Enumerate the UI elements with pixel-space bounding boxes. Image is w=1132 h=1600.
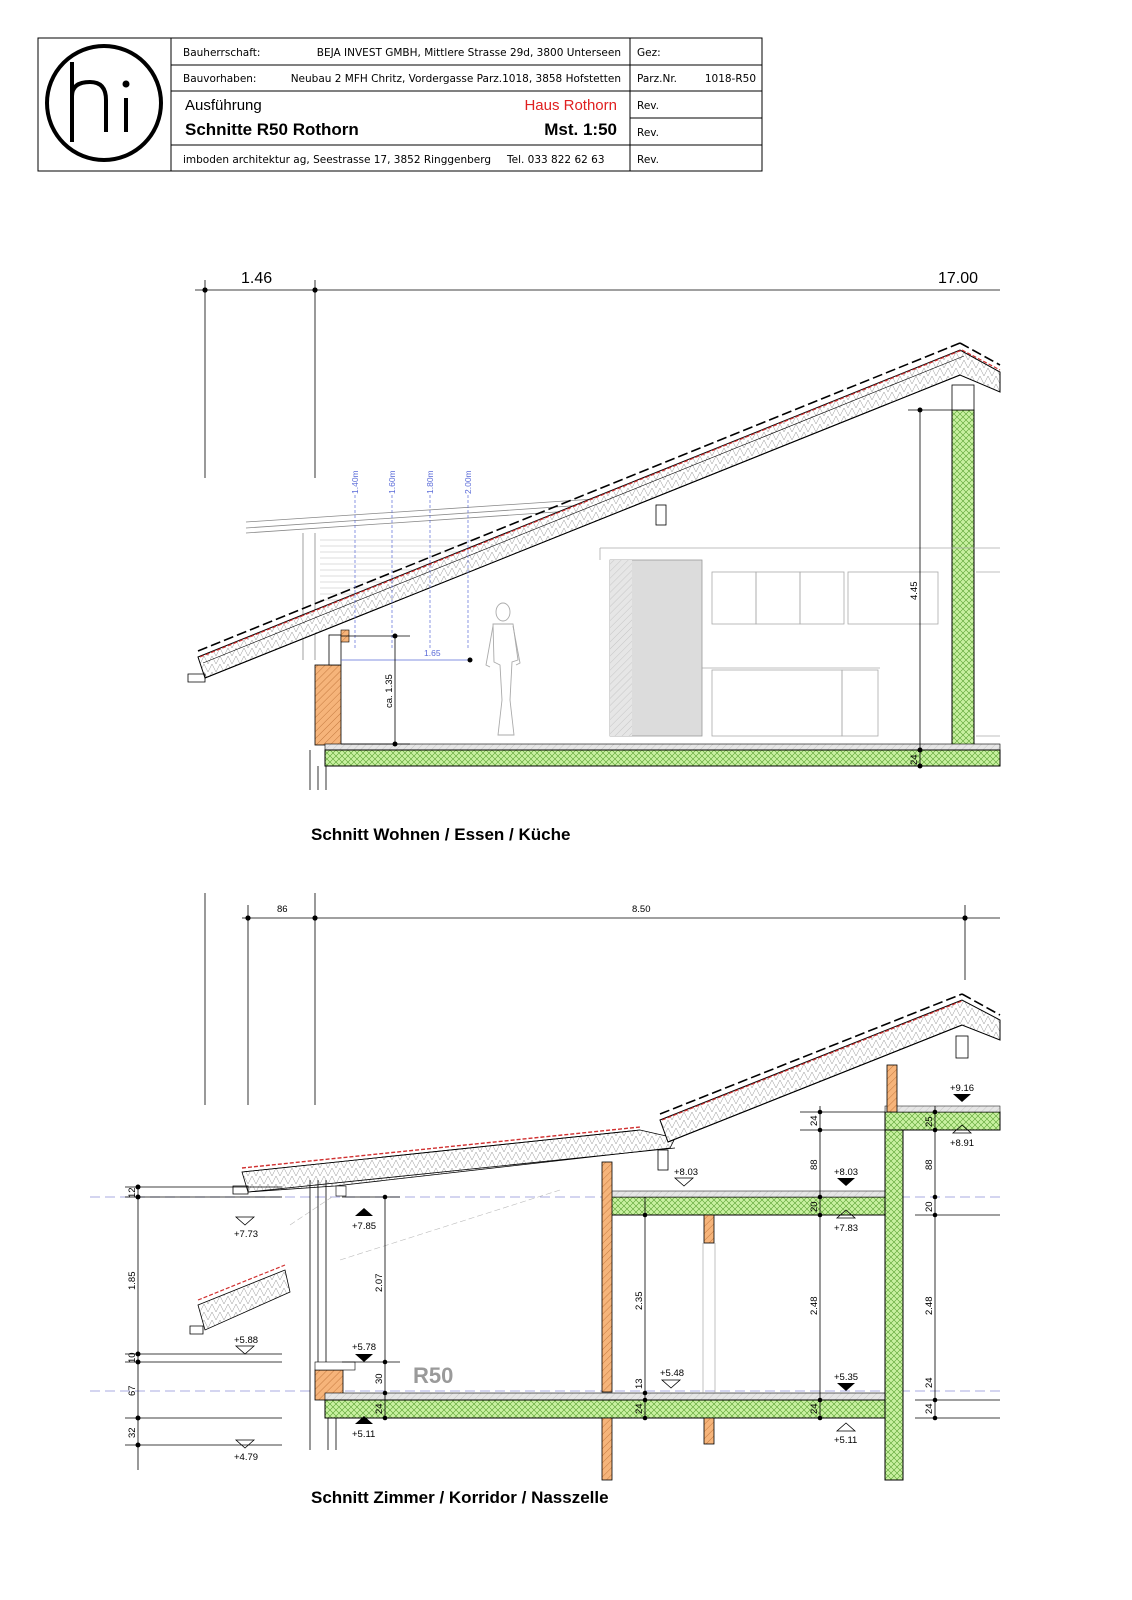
level-803-left: +8.03 — [674, 1167, 698, 1178]
level-535: +5.35 — [834, 1372, 858, 1383]
dim-inner-4: 2.35 — [634, 1292, 645, 1311]
revision-1: Rev. — [637, 100, 659, 112]
dim-left-1: 12 — [127, 1187, 138, 1198]
revision-2: Rev. — [637, 127, 659, 139]
level-511-right: +5.11 — [834, 1435, 857, 1446]
height-mark-1: 1.40m — [350, 470, 360, 494]
roof-lower-2 — [232, 1126, 676, 1195]
dim-left-4: 67 — [127, 1385, 138, 1396]
bauvorhaben-label: Bauvorhaben: — [183, 73, 256, 85]
parcel-label: Parz.Nr. — [637, 73, 677, 85]
execution-label: Ausführung — [185, 97, 262, 114]
dim-inner-16: 24 — [924, 1377, 935, 1388]
level-803-right: +8.03 — [834, 1167, 858, 1178]
level-588: +5.88 — [234, 1335, 258, 1346]
dim-inner-7: 24 — [809, 1115, 820, 1126]
section-room-corridor-bath: 86 8.50 — [90, 893, 1001, 1507]
human-figure — [485, 602, 521, 736]
dim-left-2: 1.85 — [127, 1272, 138, 1291]
house-name: Haus Rothorn — [524, 97, 617, 114]
dim-inner-14: 20 — [924, 1201, 935, 1212]
dim-knee-height: ca. 1.35 — [384, 674, 395, 708]
architect-phone: Tel. 033 822 62 63 — [506, 154, 605, 166]
height-mark-4: 2.00m — [463, 470, 473, 494]
level-548: +5.48 — [660, 1368, 684, 1379]
level-916: +9.16 — [950, 1083, 974, 1094]
dim-inner-11: 24 — [809, 1403, 820, 1414]
bauvorhaben-value: Neubau 2 MFH Chritz, Vordergasse Parz.10… — [291, 73, 621, 85]
roof-upper-2 — [659, 993, 1001, 1143]
level-773: +7.73 — [234, 1229, 258, 1240]
dim-inner-8: 88 — [809, 1159, 820, 1170]
title-block: hi Bauherrschaft: BEJA INVEST GMBH, Mitt… — [37, 37, 763, 172]
dim-slab-1: 24 — [909, 754, 920, 765]
height-mark-2: 1.60m — [387, 470, 397, 494]
dim-inner-13: 88 — [924, 1159, 935, 1170]
dim-inner-1: 2.07 — [374, 1274, 385, 1293]
plan-title: Schnitte R50 Rothorn — [185, 120, 359, 139]
dim-inner-17: 25 — [924, 1116, 935, 1127]
drawn-by-label: Gez: — [637, 47, 661, 59]
dim-overall: 17.00 — [938, 270, 978, 287]
dim-inner-2: 30 — [374, 1373, 385, 1384]
plan-scale: Mst. 1:50 — [544, 120, 617, 139]
dim-inner-9: 20 — [809, 1201, 820, 1212]
dim-room-height: 4.45 — [909, 582, 920, 601]
dim-left-3: 10 — [127, 1352, 138, 1363]
dim-inner-5: 13 — [634, 1378, 645, 1389]
dim-left-5: 32 — [127, 1427, 138, 1438]
section2-caption: Schnitt Zimmer / Korridor / Nasszelle — [311, 1488, 609, 1507]
section1-caption: Schnitt Wohnen / Essen / Küche — [311, 825, 570, 844]
bauherrschaft-label: Bauherrschaft: — [183, 47, 260, 59]
level-511-left: +5.11 — [352, 1429, 375, 1440]
height-mark-3: 1.80m — [425, 470, 435, 494]
dim-inner-10: 2.48 — [809, 1297, 820, 1316]
level-479: +4.79 — [234, 1452, 258, 1463]
bauherrschaft-value: BEJA INVEST GMBH, Mittlere Strasse 29d, … — [317, 47, 621, 59]
section-marker-r50: R50 — [413, 1363, 453, 1388]
dim-overhang: 1.46 — [241, 270, 272, 287]
level-578: +5.78 — [352, 1342, 376, 1353]
dim-inner-3: 24 — [374, 1403, 385, 1414]
level-891: +8.91 — [950, 1138, 974, 1149]
dim-inner-6: 24 — [634, 1403, 645, 1414]
dim-headroom-width: 1.65 — [424, 648, 441, 658]
logo-mark — [45, 44, 163, 162]
dim-eave-overhang: 86 — [277, 904, 288, 915]
level-785: +7.85 — [352, 1221, 376, 1232]
dim-span: 8.50 — [632, 904, 651, 915]
dim-inner-12: 24 — [924, 1403, 935, 1414]
revision-3: Rev. — [637, 154, 659, 166]
level-783: +7.83 — [834, 1223, 858, 1234]
parcel-value: 1018-R50 — [705, 73, 756, 85]
dim-inner-15: 2.48 — [924, 1297, 935, 1316]
roof-main-1 — [187, 342, 1001, 683]
architect-address: imboden architektur ag, Seestrasse 17, 3… — [183, 154, 491, 166]
section-living-dining-kitchen: 1.46 17.00 — [187, 270, 1001, 844]
